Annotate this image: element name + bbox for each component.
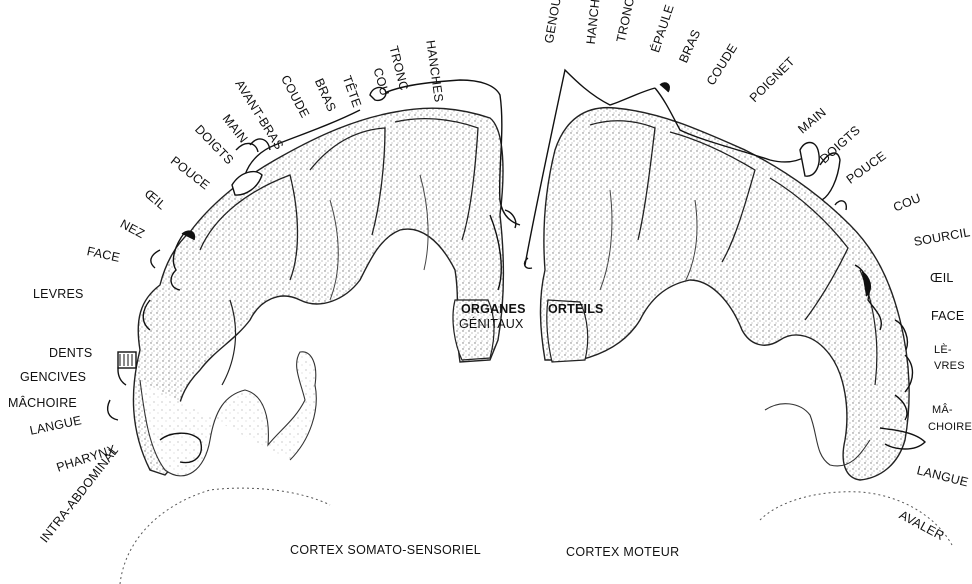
label-levres-motor-1: LÈ- — [934, 345, 952, 356]
label-face-motor: FACE — [931, 310, 964, 323]
caption-motor: CORTEX MOTEUR — [566, 545, 679, 559]
label-organes: ORGANES — [461, 303, 526, 316]
label-levres-sensory: LEVRES — [33, 288, 84, 301]
label-orteils: ORTEILS — [548, 303, 604, 316]
sensory-cortex-shape — [120, 108, 504, 584]
caption-somatosensory: CORTEX SOMATO-SENSORIEL — [290, 543, 481, 557]
label-machoires-1: MÂ- — [932, 405, 953, 416]
label-gencives: GENCIVES — [20, 371, 86, 384]
motor-cortex-shape — [540, 108, 952, 545]
label-machoires-2: CHOIRES — [928, 422, 972, 433]
label-oeil-motor: ŒIL — [930, 272, 954, 285]
label-genitaux: GÉNITAUX — [459, 318, 524, 331]
label-dents: DENTS — [49, 347, 92, 360]
label-machoire: MÂCHOIRE — [8, 397, 77, 410]
label-levres-motor-2: VRES — [934, 361, 965, 372]
